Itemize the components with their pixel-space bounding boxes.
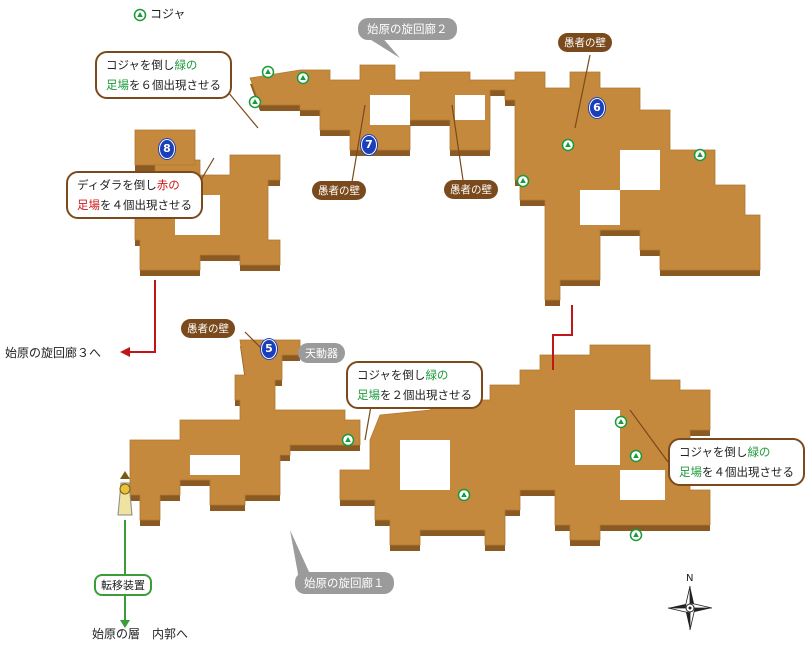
marker-5: 5 [261, 339, 277, 359]
corridor3-label: 始原の旋回廊３へ [5, 346, 102, 360]
corridor2-pointer [363, 35, 400, 58]
tendouki-label: 天動器 [298, 343, 345, 363]
note-red-4: ディダラを倒し赤の 足場を４個出現させる [66, 171, 203, 219]
route-arrow-icon [120, 347, 130, 357]
wall-label: 愚者の壁 [558, 33, 612, 52]
wall-label: 愚者の壁 [444, 180, 498, 199]
note-green-2: コジャを倒し緑の 足場を２個出現させる [346, 361, 483, 409]
compass-icon [667, 585, 713, 631]
leader-lines [194, 54, 669, 463]
route-red-link [552, 305, 573, 370]
corridor1-label: 始原の旋回廊１ [295, 572, 394, 594]
inner-label: 始原の層 内郭へ [92, 627, 189, 641]
marker-8: 8 [159, 139, 175, 159]
legend-koja-icon [133, 8, 147, 22]
marker-7: 7 [361, 135, 377, 155]
note-green-6: コジャを倒し緑の 足場を６個出現させる [95, 51, 232, 99]
wall-label: 愚者の壁 [312, 181, 366, 200]
wall-label: 愚者の壁 [181, 319, 235, 338]
warp-label: 転移装置 [94, 574, 152, 596]
legend-koja-label: コジャ [150, 7, 186, 21]
corridor1-pointer [290, 530, 315, 585]
compass-north-label: N [686, 573, 694, 584]
marker-6: 6 [589, 98, 605, 118]
route-to-corridor3 [130, 280, 156, 353]
warp-device-icon [117, 471, 133, 516]
note-green-4: コジャを倒し緑の 足場を４個出現させる [668, 438, 805, 486]
route-arrow-down-icon [120, 620, 130, 628]
corridor2-label: 始原の旋回廊２ [358, 18, 457, 40]
